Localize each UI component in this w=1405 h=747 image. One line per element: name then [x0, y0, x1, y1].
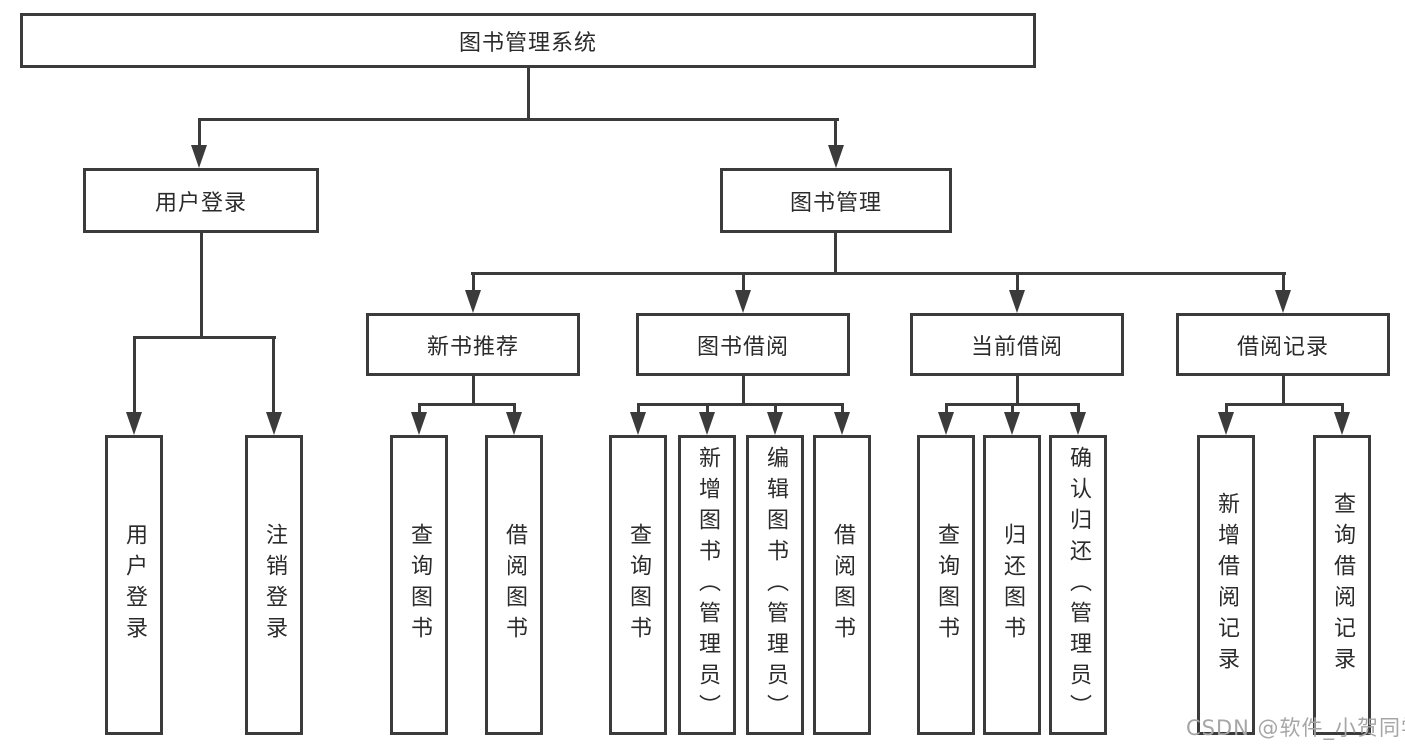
node-root: 图书管理系统 [20, 13, 1036, 68]
leaf-query-books-label: 查询图书 [407, 523, 432, 647]
arrow-down-icon [834, 412, 850, 435]
connector-group-drop [742, 272, 745, 293]
connector-leaf-drop [1011, 403, 1014, 415]
node-new-book-recommend: 新书推荐 [366, 313, 580, 376]
node-user-login-label: 用户登录 [154, 190, 247, 216]
node-borrow-records: 借阅记录 [1176, 313, 1390, 376]
arrow-down-icon [1009, 290, 1025, 313]
csdn-watermark: CSDN @软件_小贺同学 [1186, 716, 1405, 740]
arrow-down-icon [266, 412, 282, 435]
arrow-down-icon [191, 145, 207, 168]
arrow-down-icon [506, 412, 522, 435]
leaf-return-books: 归还图书 [983, 435, 1041, 735]
node-new-book-recommend-label: 新书推荐 [426, 334, 519, 360]
arrow-down-icon [411, 412, 427, 435]
leaf-query-books-current: 查询图书 [917, 435, 975, 735]
node-current-borrow-label: 当前借阅 [970, 334, 1063, 360]
connector-group-drop [1282, 272, 1285, 293]
connector-mgmt-stem [834, 233, 837, 274]
node-book-mgmt-label: 图书管理 [789, 190, 882, 216]
connector-leaf-drop [945, 403, 948, 415]
connector-group1-stem [742, 376, 745, 406]
connector-leaf-drop [418, 403, 421, 415]
leaf-add-borrow-record-label: 新增借阅记录 [1214, 492, 1239, 678]
connector-group0-stem [472, 376, 475, 406]
connector-login-child-drop [133, 336, 136, 414]
arrow-down-icon [735, 290, 751, 313]
arrow-down-icon [767, 412, 783, 435]
connector-level1-branch [198, 118, 839, 121]
leaf-return-books-label: 归还图书 [1000, 523, 1025, 647]
leaf-edit-book-admin: 编辑图书（管理员） [746, 435, 804, 735]
connector-login-child-drop [272, 336, 275, 414]
arrow-down-icon [699, 412, 715, 435]
node-root-label: 图书管理系统 [458, 30, 597, 56]
leaf-confirm-return-admin-label: 确认归还（管理员） [1066, 445, 1091, 725]
leaf-add-book-admin: 新增图书（管理员） [678, 435, 736, 735]
leaf-query-books-label: 查询图书 [626, 523, 651, 647]
leaf-query-books-recommend: 查询图书 [390, 435, 448, 735]
connector-leaf-drop [513, 403, 516, 415]
arrow-down-icon [828, 145, 844, 168]
leaf-query-borrow-record-label: 查询借阅记录 [1330, 492, 1355, 678]
node-user-login: 用户登录 [83, 168, 319, 233]
connector-group-drop [1016, 272, 1019, 293]
leaf-query-books-label: 查询图书 [934, 523, 959, 647]
arrow-down-icon [1218, 412, 1234, 435]
connector-login-drop [198, 118, 201, 148]
connector-leaf-drop [1077, 403, 1080, 415]
connector-leaf-drop [774, 403, 777, 415]
connector-mgmt-drop [834, 118, 837, 148]
arrow-down-icon [465, 290, 481, 313]
arrow-down-icon [1275, 290, 1291, 313]
connector-group3-branch [1225, 403, 1344, 406]
leaf-borrow-books-recommend: 借阅图书 [485, 435, 543, 735]
connector-login-branch [133, 336, 276, 339]
node-book-borrow: 图书借阅 [636, 313, 850, 376]
connector-group0-branch [418, 403, 516, 406]
leaf-query-books-borrow: 查询图书 [609, 435, 667, 735]
leaf-add-book-admin-label: 新增图书（管理员） [695, 445, 720, 725]
leaf-borrow-books: 借阅图书 [813, 435, 871, 735]
connector-leaf-drop [1341, 403, 1344, 415]
arrow-down-icon [1070, 412, 1086, 435]
connector-group1-branch [637, 403, 844, 406]
node-book-mgmt: 图书管理 [720, 168, 952, 233]
leaf-logout: 注销登录 [245, 435, 303, 735]
connector-level2-branch [471, 272, 1286, 275]
leaf-borrow-books-label: 借阅图书 [502, 523, 527, 647]
arrow-down-icon [1334, 412, 1350, 435]
leaf-user-login-label: 用户登录 [122, 523, 147, 647]
connector-group-drop [472, 272, 475, 293]
leaf-borrow-books-label: 借阅图书 [830, 523, 855, 647]
connector-leaf-drop [1225, 403, 1228, 415]
connector-group2-stem [1016, 376, 1019, 406]
leaf-user-login: 用户登录 [105, 435, 163, 735]
leaf-logout-label: 注销登录 [262, 523, 287, 647]
connector-leaf-drop [637, 403, 640, 415]
connector-leaf-drop [706, 403, 709, 415]
leaf-query-borrow-record: 查询借阅记录 [1313, 435, 1371, 735]
node-current-borrow: 当前借阅 [910, 313, 1124, 376]
arrow-down-icon [630, 412, 646, 435]
leaf-confirm-return-admin: 确认归还（管理员） [1049, 435, 1107, 735]
connector-group3-stem [1282, 376, 1285, 406]
node-borrow-records-label: 借阅记录 [1236, 334, 1329, 360]
connector-leaf-drop [841, 403, 844, 415]
arrow-down-icon [1004, 412, 1020, 435]
arrow-down-icon [126, 412, 142, 435]
leaf-edit-book-admin-label: 编辑图书（管理员） [763, 445, 788, 725]
connector-root-stem [527, 68, 530, 121]
node-book-borrow-label: 图书借阅 [696, 334, 789, 360]
connector-login-stem [200, 233, 203, 338]
arrow-down-icon [938, 412, 954, 435]
leaf-add-borrow-record: 新增借阅记录 [1197, 435, 1255, 735]
